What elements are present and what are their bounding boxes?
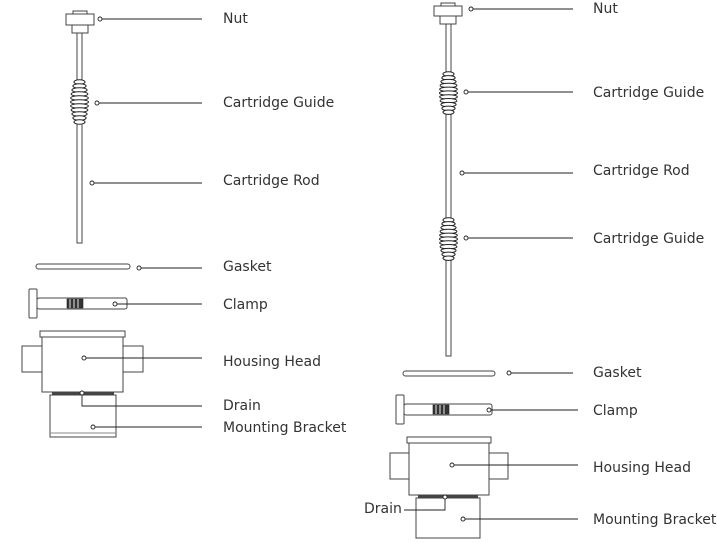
label-left-clamp: Clamp — [223, 297, 268, 313]
guide-coil — [442, 255, 455, 261]
label-right-cartridge-guide-upper: Cartridge Guide — [593, 85, 705, 101]
right-leader-lines — [404, 6, 578, 522]
label-right-mounting-bracket: Mounting Bracket — [593, 512, 717, 528]
left-assembly — [21, 10, 202, 438]
left-housing-head — [21, 330, 144, 393]
label-right-nut: Nut — [593, 1, 618, 17]
label-right-drain: Drain — [364, 501, 402, 517]
label-left-mounting-bracket: Mounting Bracket — [223, 420, 347, 436]
label-left-nut: Nut — [223, 11, 248, 27]
right-cartridge-guide-upper — [439, 71, 458, 115]
right-gasket — [402, 370, 496, 377]
label-left-cartridge-guide: Cartridge Guide — [223, 95, 335, 111]
label-right-clamp: Clamp — [593, 403, 638, 419]
label-right-cartridge-rod: Cartridge Rod — [593, 163, 690, 179]
left-clamp — [28, 288, 128, 319]
guide-coil — [442, 109, 455, 115]
label-left-housing-head: Housing Head — [223, 354, 321, 370]
right-cartridge-rod — [445, 23, 452, 357]
left-mounting-bracket — [49, 394, 117, 438]
label-right-cartridge-guide-lower: Cartridge Guide — [593, 231, 705, 247]
right-cartridge-guide-lower — [439, 217, 458, 261]
label-left-drain: Drain — [223, 398, 261, 414]
right-clamp — [395, 394, 493, 425]
right-assembly — [389, 2, 578, 539]
left-cartridge-rod — [76, 32, 83, 244]
guide-coil — [73, 119, 86, 125]
right-housing-head — [389, 436, 509, 496]
right-nut — [433, 2, 463, 25]
left-gasket — [35, 263, 131, 270]
left-leader-lines — [79, 16, 202, 430]
right-drain — [418, 495, 478, 498]
right-mounting-bracket — [415, 497, 481, 539]
label-right-housing-head: Housing Head — [593, 460, 691, 476]
label-left-gasket: Gasket — [223, 259, 272, 275]
left-cartridge-guide — [70, 79, 89, 125]
left-nut — [65, 10, 95, 34]
label-right-gasket: Gasket — [593, 365, 642, 381]
label-left-cartridge-rod: Cartridge Rod — [223, 173, 320, 189]
